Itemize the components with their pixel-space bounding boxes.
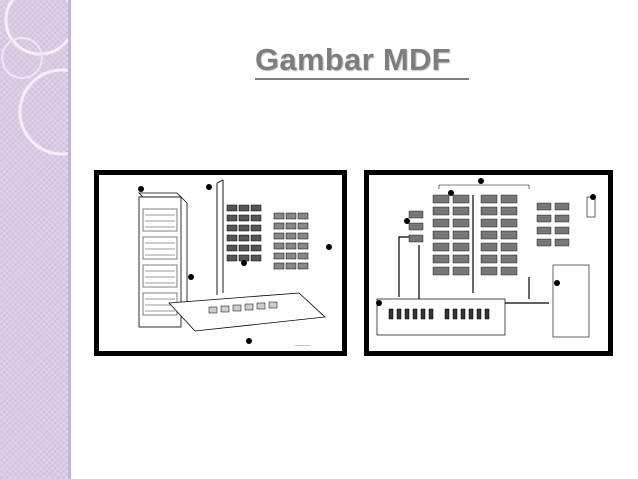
ring-decoration [1, 0, 68, 156]
svg-text:________: ________ [294, 342, 311, 346]
mdf-cabinet-drawing: ________ [138, 179, 332, 346]
mdf-cabinet-figure: ________ [94, 170, 347, 356]
decorative-sidebar [0, 0, 71, 479]
title-underline [255, 78, 469, 80]
slide-title: Gambar MDF [255, 42, 451, 77]
mdf-wiring-figure [364, 170, 613, 356]
mdf-wiring-drawing [376, 178, 596, 338]
